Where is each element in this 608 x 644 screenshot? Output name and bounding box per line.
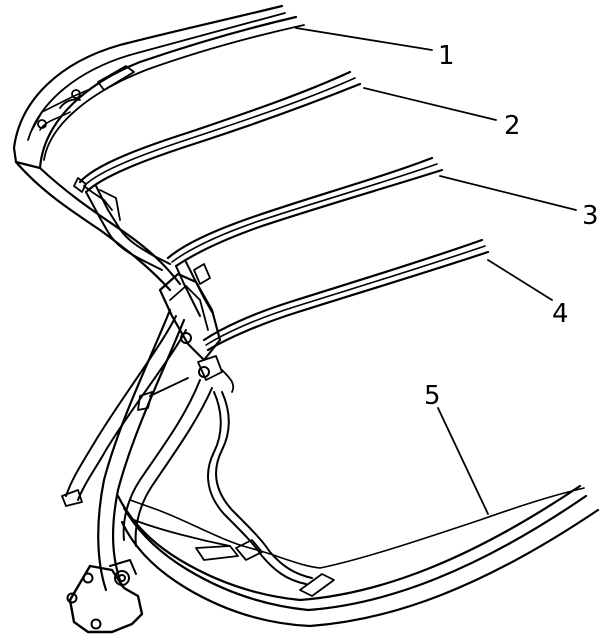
control-cable: [133, 391, 313, 585]
callout-leaders: [295, 27, 577, 515]
callout-label-5: 5: [424, 381, 441, 411]
front-header-bow: [12, 4, 305, 170]
callout-label-4: 4: [552, 299, 569, 329]
bow-4: [202, 238, 490, 352]
leader-line-2: [363, 87, 497, 121]
rear-bow: [116, 484, 600, 628]
leader-line-4: [487, 259, 553, 301]
callout-label-1: 1: [438, 41, 455, 71]
leader-line-1: [295, 27, 433, 51]
main-side-link: [61, 308, 213, 592]
leader-line-5: [437, 407, 489, 515]
leader-line-3: [439, 175, 577, 211]
bow-3: [166, 156, 444, 317]
callout-label-2: 2: [504, 111, 521, 141]
callout-label-3: 3: [582, 201, 599, 231]
side-rail-front: [14, 160, 182, 292]
hinge-bracket: [66, 559, 144, 634]
bow-2: [73, 70, 362, 271]
pivot-linkage: [158, 272, 235, 393]
